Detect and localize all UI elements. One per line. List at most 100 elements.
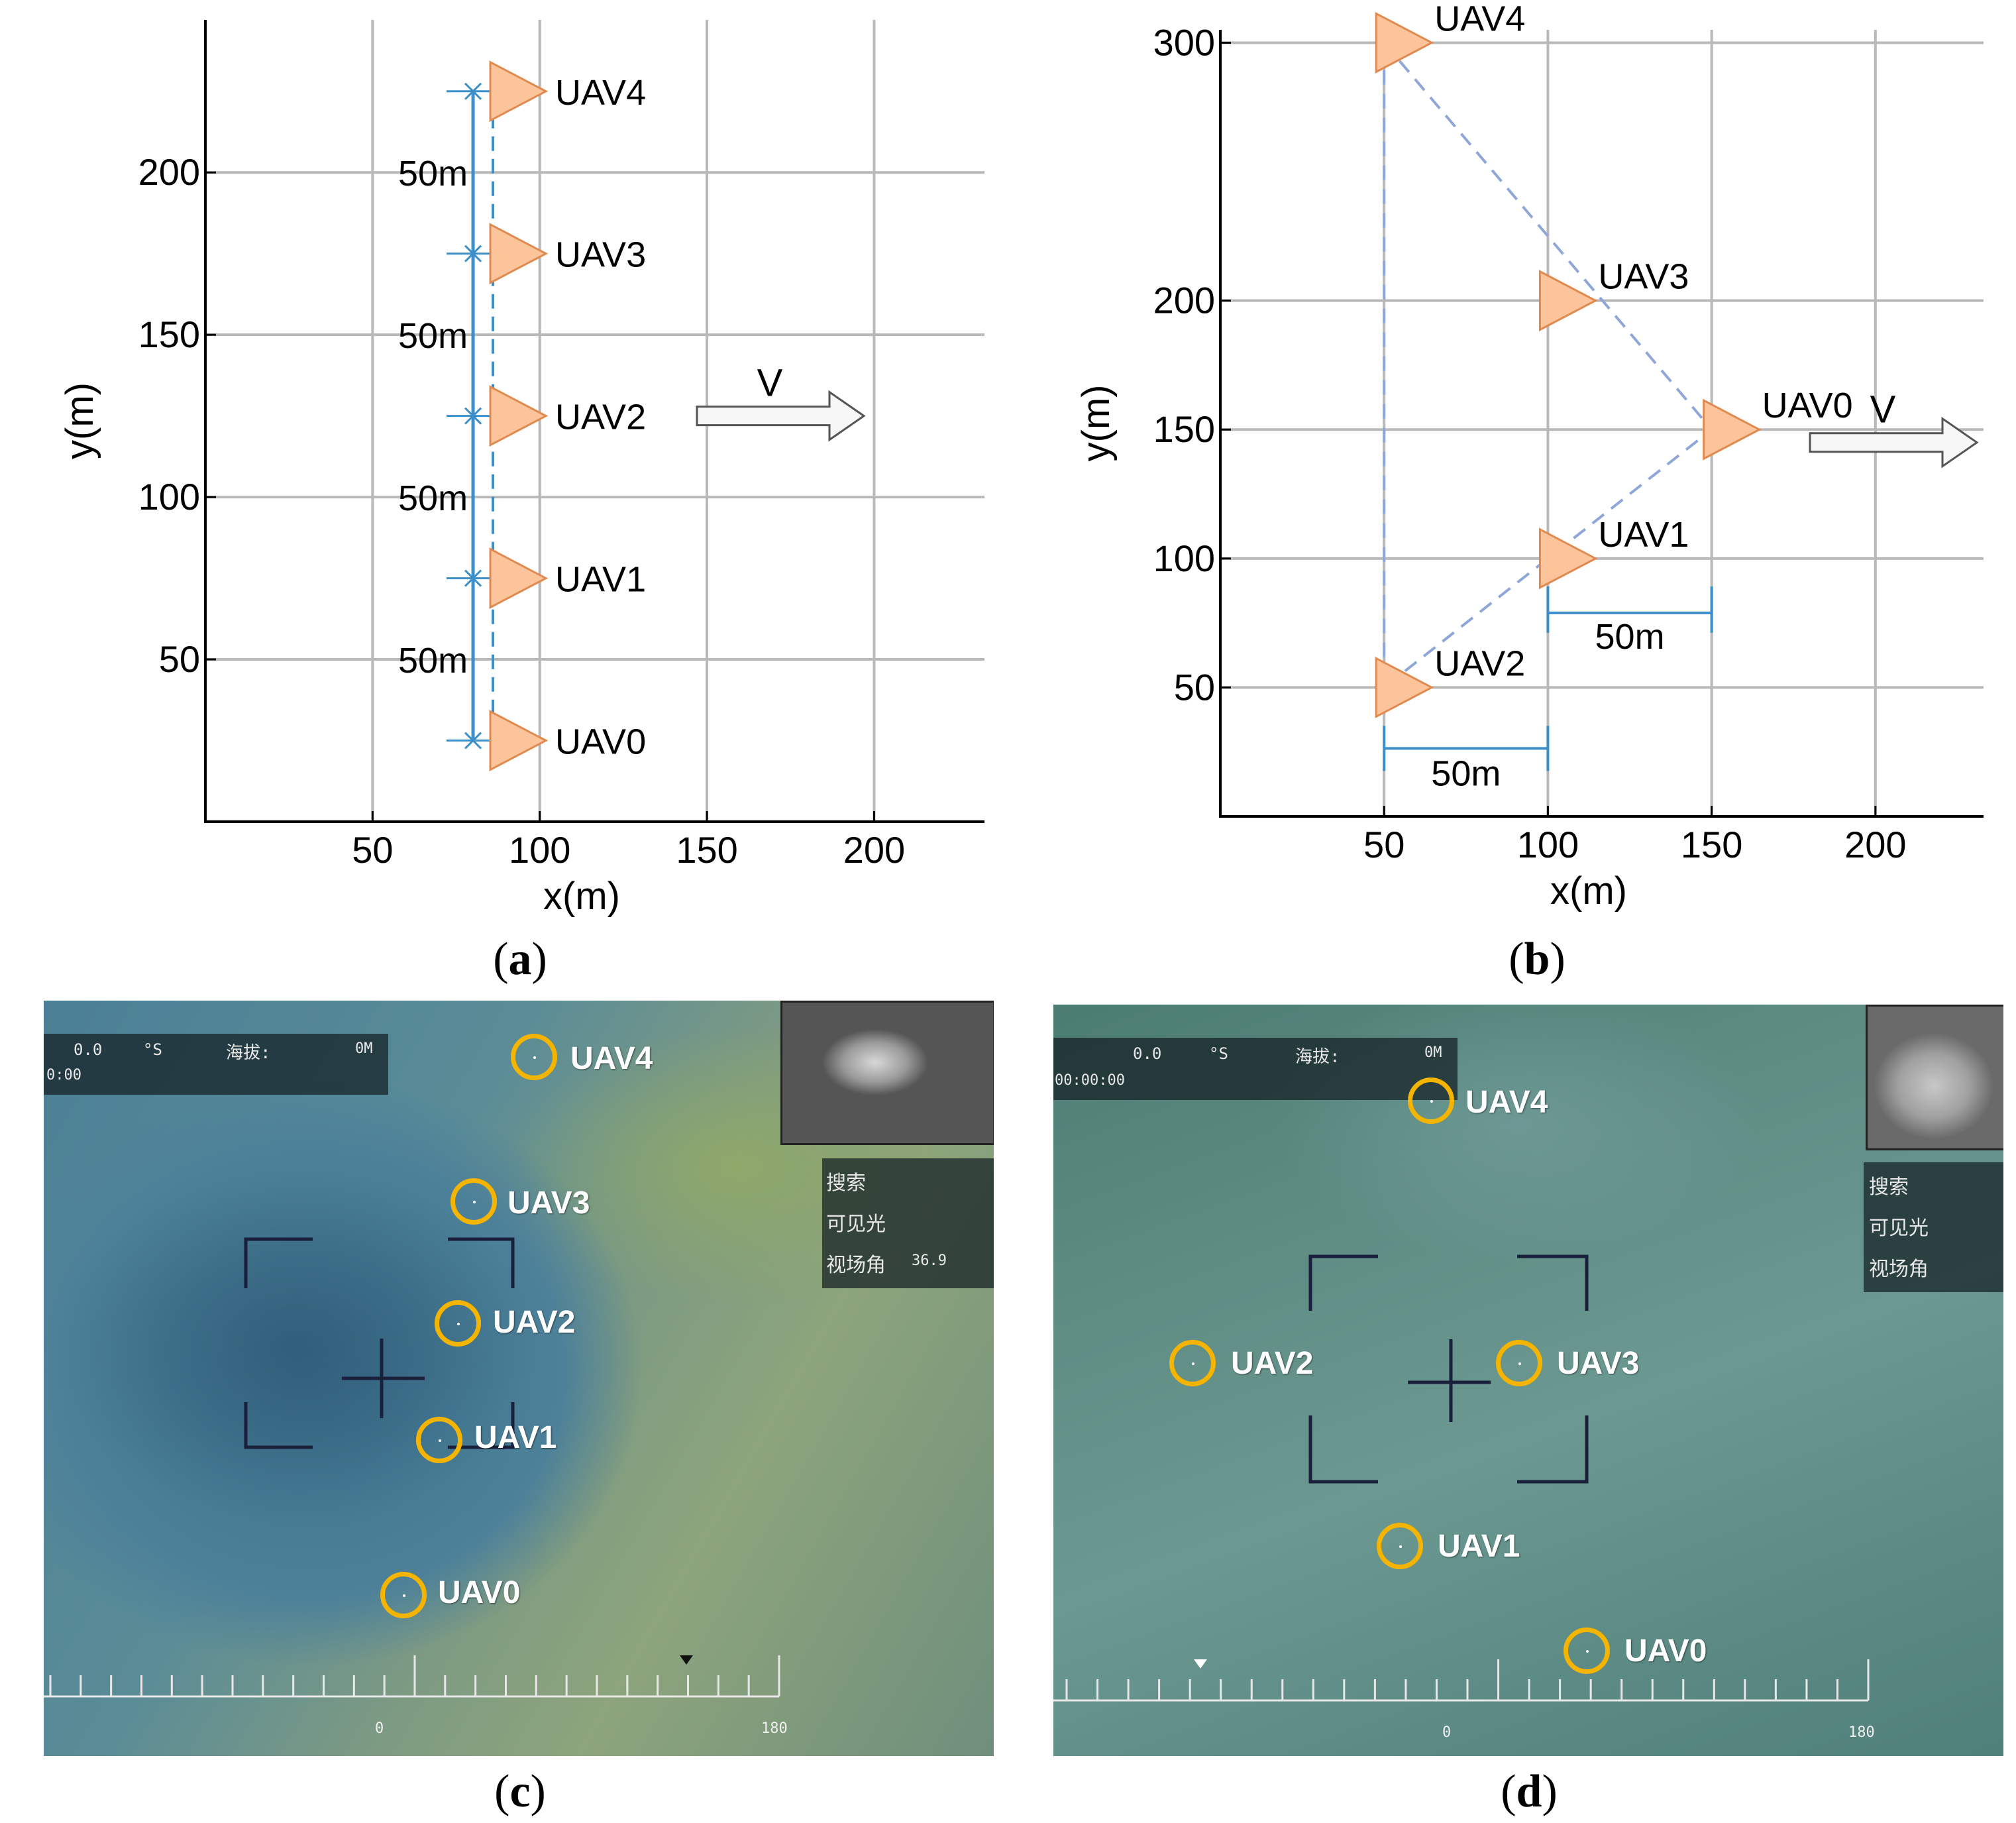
caption-d: (d) [1501, 1766, 1558, 1817]
uav-label: UAV0 [1624, 1633, 1707, 1669]
hud-time: 00:00:00 [1055, 1072, 1125, 1089]
hud-side-panel: 搜索 可见光 视场角 36.9 [822, 1158, 994, 1288]
spacing-label: 50m [1431, 753, 1501, 793]
y-tick-label: 150 [138, 313, 200, 355]
thumbnail-view [780, 1001, 994, 1145]
hud-altitude-label: 海拔: [226, 1043, 271, 1063]
x-tick-label: 50 [1363, 824, 1405, 865]
uav-marker [1538, 270, 1598, 332]
x-tick-label: 200 [843, 829, 905, 871]
formation-dashed-line [1383, 42, 1714, 691]
uav-marker [511, 1034, 557, 1080]
velocity-label: V [757, 362, 783, 405]
uav-marker [1564, 1628, 1610, 1674]
spacing-label: 50m [398, 478, 468, 518]
uav-label: UAV2 [1434, 643, 1525, 683]
hud-fov-value: 36.9 [912, 1252, 947, 1269]
uav-label: UAV1 [1438, 1529, 1520, 1564]
y-tick-label: 100 [1153, 537, 1215, 579]
y-axis-label: y(m) [58, 382, 101, 459]
dimension-cross [464, 82, 482, 100]
spacing-label: 50m [1595, 617, 1665, 657]
dimension-cross [464, 245, 482, 262]
uav-label: UAV4 [1434, 0, 1525, 38]
reticle-overlay [44, 1237, 780, 1698]
uav-marker [416, 1417, 462, 1463]
uav-label: UAV0 [555, 722, 646, 762]
uav-label: UAV0 [1762, 386, 1853, 425]
reticle-overlay [1053, 1254, 1870, 1702]
x-tick-label: 150 [1681, 824, 1742, 865]
y-tick-label: 50 [159, 638, 200, 680]
hud-time: 0:00 [46, 1067, 81, 1083]
hud-status-box: 0.0 °S 海拔: 0M 0:00 [44, 1034, 388, 1095]
uav-marker [489, 60, 549, 123]
x-tick-label: 150 [676, 829, 737, 871]
spacing-label: 50m [398, 316, 468, 356]
uav-marker [489, 710, 549, 772]
spacing-label: 50m [398, 154, 468, 193]
uav-marker [489, 547, 549, 610]
hud-unit: °S [1209, 1044, 1228, 1063]
uav-label: UAV4 [570, 1041, 653, 1076]
scale-label-left: 0 [1442, 1724, 1452, 1741]
hud-mode: 搜索 [826, 1172, 866, 1195]
velocity-arrow [1809, 416, 1979, 469]
y-tick-label: 150 [1153, 408, 1215, 450]
photo-c: 0.0 °S 海拔: 0M 0:00 搜索 可见光 视场角 36.9 0 180… [44, 1001, 994, 1756]
dimension-cross [464, 407, 482, 425]
uav-marker [435, 1300, 481, 1347]
thumbnail-view [1866, 1005, 2003, 1150]
uav-label: UAV1 [555, 560, 646, 600]
uav-label: UAV4 [1465, 1085, 1548, 1120]
hud-sensor: 可见光 [826, 1213, 886, 1236]
hud-altitude-value: 0M [355, 1040, 373, 1057]
uav-label: UAV2 [493, 1305, 576, 1340]
hud-fov-label: 视场角 [1869, 1258, 1929, 1281]
y-tick-label: 300 [1153, 21, 1215, 63]
y-tick-label: 200 [138, 151, 200, 193]
caption-a: (a) [493, 934, 547, 985]
uav-label: UAV3 [507, 1186, 590, 1221]
uav-label: UAV4 [555, 73, 646, 113]
uav-marker [1496, 1340, 1542, 1386]
caption-c: (c) [494, 1766, 546, 1817]
uav-label: UAV3 [1598, 257, 1689, 297]
uav-label: UAV2 [1231, 1346, 1314, 1381]
dimension-cross [464, 732, 482, 749]
dimension-cross [464, 569, 482, 587]
uav-marker [380, 1572, 427, 1618]
uav-label: UAV2 [555, 398, 646, 437]
uav-marker [451, 1178, 497, 1225]
hud-mode: 搜索 [1869, 1176, 1909, 1199]
x-tick-label: 100 [1517, 824, 1579, 865]
uav-label: UAV0 [438, 1575, 521, 1610]
x-axis-label: x(m) [543, 875, 620, 918]
hud-sensor: 可见光 [1869, 1217, 1929, 1240]
x-axis-label: x(m) [1550, 869, 1627, 912]
uav-marker [1169, 1340, 1216, 1386]
y-tick-label: 50 [1174, 666, 1215, 708]
uav-marker [1375, 656, 1434, 718]
velocity-arrow [696, 390, 866, 442]
uav-label: UAV1 [1598, 515, 1689, 555]
uav-marker [1375, 11, 1434, 74]
uav-marker [489, 385, 549, 447]
hud-value: 0.0 [74, 1040, 103, 1059]
uav-marker [1377, 1523, 1423, 1569]
uav-marker [1408, 1077, 1454, 1124]
hud-unit: °S [143, 1040, 162, 1059]
uav-label: UAV3 [555, 235, 646, 275]
velocity-label: V [1870, 388, 1896, 431]
x-tick-label: 50 [352, 829, 393, 871]
scale-label-left: 0 [375, 1720, 384, 1737]
y-tick-label: 100 [138, 476, 200, 518]
y-axis-label: y(m) [1075, 385, 1118, 462]
uav-label: UAV3 [1557, 1346, 1640, 1381]
caption-b: (b) [1509, 934, 1565, 985]
uav-marker [1703, 398, 1762, 461]
spacing-label: 50m [398, 641, 468, 681]
photo-d: 0.0 °S 海拔: 0M 00:00:00 搜索 可见光 视场角 0 180 … [1053, 1005, 2003, 1756]
